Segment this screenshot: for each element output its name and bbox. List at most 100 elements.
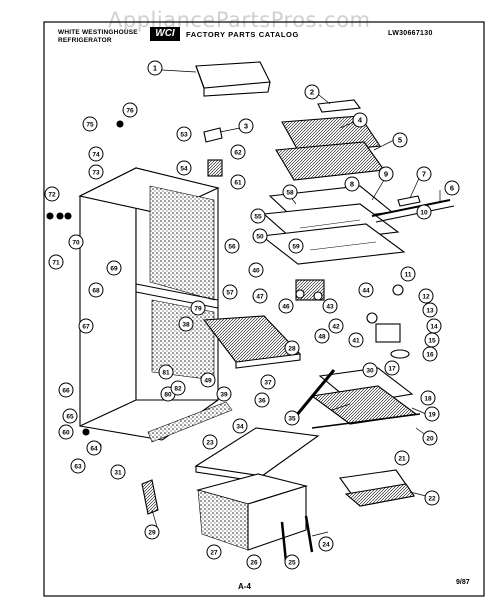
callout-69: 69 bbox=[106, 260, 122, 276]
callout-28: 28 bbox=[284, 340, 300, 356]
callout-31: 31 bbox=[110, 464, 126, 480]
callout-64: 64 bbox=[86, 440, 102, 456]
control-cluster bbox=[295, 279, 410, 359]
callout-label: 37 bbox=[264, 380, 272, 387]
callout-label: 30 bbox=[366, 368, 374, 375]
callout-label: 17 bbox=[388, 366, 396, 373]
callout-48: 48 bbox=[314, 328, 330, 344]
callout-6: 6 bbox=[444, 180, 460, 196]
callout-42: 42 bbox=[328, 318, 344, 334]
callout-19: 19 bbox=[424, 406, 440, 422]
brand-line-1: WHITE WESTINGHOUSE bbox=[58, 29, 138, 36]
callout-label: 7 bbox=[422, 170, 426, 179]
callout-label: 3 bbox=[244, 122, 248, 131]
callout-72: 72 bbox=[44, 186, 60, 202]
callout-41: 41 bbox=[348, 332, 364, 348]
callout-label: 13 bbox=[426, 308, 434, 315]
callout-label: 55 bbox=[254, 214, 262, 221]
callout-label: 2 bbox=[310, 88, 314, 97]
callout-81: 81 bbox=[158, 364, 174, 380]
callout-17: 17 bbox=[384, 360, 400, 376]
callout-label: 56 bbox=[228, 244, 236, 251]
callout-label: 8 bbox=[350, 180, 354, 189]
callout-label: 73 bbox=[92, 170, 100, 177]
bin-top bbox=[195, 61, 271, 97]
callout-60: 60 bbox=[58, 424, 74, 440]
page-frame bbox=[43, 21, 485, 597]
callout-label: 21 bbox=[398, 456, 406, 463]
callout-40: 40 bbox=[248, 262, 264, 278]
callout-15: 15 bbox=[424, 332, 440, 348]
bottom-frame bbox=[147, 401, 233, 443]
callout-25: 25 bbox=[284, 554, 300, 570]
callout-71: 71 bbox=[48, 254, 64, 270]
callout-label: 49 bbox=[204, 378, 212, 385]
callout-label: 60 bbox=[62, 430, 70, 437]
callout-12: 12 bbox=[418, 288, 434, 304]
callout-label: 16 bbox=[426, 352, 434, 359]
callout-65: 65 bbox=[62, 408, 78, 424]
callout-21: 21 bbox=[394, 450, 410, 466]
callout-26: 26 bbox=[246, 554, 262, 570]
callout-62: 62 bbox=[230, 144, 246, 160]
callout-79: 79 bbox=[190, 300, 206, 316]
callout-label: 36 bbox=[258, 398, 266, 405]
handle bbox=[397, 195, 421, 207]
callout-label: 35 bbox=[288, 416, 296, 423]
callout-label: 14 bbox=[430, 324, 438, 331]
callout-2: 2 bbox=[304, 84, 320, 100]
callout-70: 70 bbox=[68, 234, 84, 250]
callout-label: 31 bbox=[114, 470, 122, 477]
callout-label: 15 bbox=[428, 338, 436, 345]
callout-1: 1 bbox=[147, 60, 163, 76]
callout-55: 55 bbox=[250, 208, 266, 224]
callout-label: 53 bbox=[180, 132, 188, 139]
thermostat-part bbox=[203, 127, 223, 143]
callout-58: 58 bbox=[282, 184, 298, 200]
callout-73: 73 bbox=[88, 164, 104, 180]
callout-label: 76 bbox=[126, 108, 134, 115]
hinge bbox=[141, 479, 159, 515]
callout-label: 9 bbox=[384, 170, 388, 179]
catalog-date: 9/87 bbox=[456, 579, 470, 586]
callout-label: 74 bbox=[92, 152, 100, 159]
rod-25 bbox=[280, 521, 288, 563]
callout-18: 18 bbox=[420, 390, 436, 406]
callout-label: 20 bbox=[426, 436, 434, 443]
callout-3: 3 bbox=[238, 118, 254, 134]
callout-53: 53 bbox=[176, 126, 192, 142]
callout-label: 79 bbox=[194, 306, 202, 313]
callout-29: 29 bbox=[144, 524, 160, 540]
callout-4: 4 bbox=[352, 112, 368, 128]
callout-label: 67 bbox=[82, 324, 90, 331]
brand-header: WHITE WESTINGHOUSE REFRIGERATOR bbox=[58, 29, 138, 45]
shelf-5 bbox=[275, 141, 385, 181]
callout-label: 59 bbox=[292, 244, 300, 251]
callout-label: 41 bbox=[352, 338, 360, 345]
callout-label: 68 bbox=[92, 288, 100, 295]
callout-label: 1 bbox=[153, 64, 157, 73]
callout-label: 65 bbox=[66, 414, 74, 421]
callout-13: 13 bbox=[422, 302, 438, 318]
callout-label: 5 bbox=[398, 136, 402, 145]
callout-5: 5 bbox=[392, 132, 408, 148]
callout-label: 48 bbox=[318, 334, 326, 341]
callout-label: 64 bbox=[90, 446, 98, 453]
callout-49: 49 bbox=[200, 372, 216, 388]
callout-label: 62 bbox=[234, 150, 242, 157]
callout-label: 47 bbox=[256, 294, 264, 301]
callout-10: 10 bbox=[416, 204, 432, 220]
callout-label: 6 bbox=[450, 184, 454, 193]
callout-label: 70 bbox=[72, 240, 80, 247]
callout-34: 34 bbox=[232, 418, 248, 434]
callout-label: 57 bbox=[226, 290, 234, 297]
callout-61: 61 bbox=[230, 174, 246, 190]
callout-label: 24 bbox=[322, 542, 330, 549]
callout-label: 44 bbox=[362, 288, 370, 295]
callout-label: 46 bbox=[282, 304, 290, 311]
leader-lines bbox=[151, 69, 441, 537]
catalog-title: FACTORY PARTS CATALOG bbox=[186, 30, 299, 39]
callout-label: 4 bbox=[358, 116, 363, 125]
